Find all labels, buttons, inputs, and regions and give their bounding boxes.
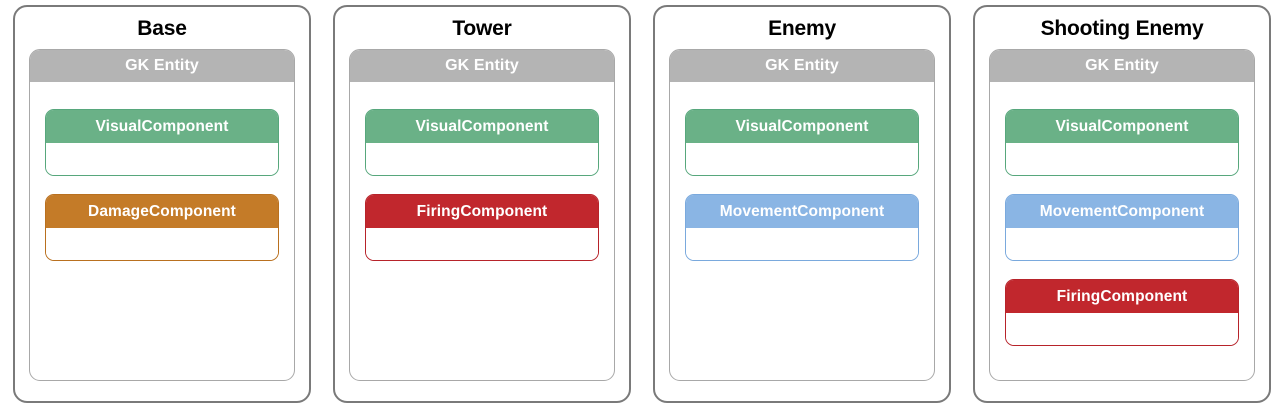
component-body	[46, 228, 278, 260]
gk-entity-body: VisualComponent MovementComponent Firing…	[990, 82, 1254, 380]
component-title: MovementComponent	[686, 195, 918, 228]
gk-entity-body: VisualComponent MovementComponent	[670, 82, 934, 380]
component-title: VisualComponent	[686, 110, 918, 143]
component-visual[interactable]: VisualComponent	[365, 109, 599, 176]
component-damage[interactable]: DamageComponent	[45, 194, 279, 261]
component-visual[interactable]: VisualComponent	[1005, 109, 1239, 176]
component-title: MovementComponent	[1006, 195, 1238, 228]
component-firing[interactable]: FiringComponent	[1005, 279, 1239, 346]
component-firing[interactable]: FiringComponent	[365, 194, 599, 261]
entity-card-shooting-enemy: Shooting Enemy GK Entity VisualComponent…	[973, 5, 1271, 403]
entity-card-tower: Tower GK Entity VisualComponent FiringCo…	[333, 5, 631, 403]
gk-entity-box: GK Entity VisualComponent MovementCompon…	[989, 49, 1255, 381]
component-visual[interactable]: VisualComponent	[685, 109, 919, 176]
component-body	[1006, 228, 1238, 260]
component-title: DamageComponent	[46, 195, 278, 228]
entity-card-enemy: Enemy GK Entity VisualComponent Movement…	[653, 5, 951, 403]
component-movement[interactable]: MovementComponent	[685, 194, 919, 261]
entity-title: Enemy	[768, 17, 836, 40]
entity-title: Shooting Enemy	[1040, 17, 1204, 40]
gk-entity-box: GK Entity VisualComponent FiringComponen…	[349, 49, 615, 381]
component-title: FiringComponent	[366, 195, 598, 228]
component-title: VisualComponent	[1006, 110, 1238, 143]
component-body	[686, 143, 918, 175]
entity-card-base: Base GK Entity VisualComponent DamageCom…	[13, 5, 311, 403]
component-visual[interactable]: VisualComponent	[45, 109, 279, 176]
component-title: FiringComponent	[1006, 280, 1238, 313]
gk-entity-header: GK Entity	[30, 50, 294, 82]
entity-title: Tower	[452, 17, 512, 40]
gk-entity-header: GK Entity	[990, 50, 1254, 82]
component-movement[interactable]: MovementComponent	[1005, 194, 1239, 261]
component-body	[366, 228, 598, 260]
component-title: VisualComponent	[46, 110, 278, 143]
component-body	[686, 228, 918, 260]
component-body	[1006, 313, 1238, 345]
component-body	[1006, 143, 1238, 175]
gk-entity-box: GK Entity VisualComponent DamageComponen…	[29, 49, 295, 381]
component-body	[366, 143, 598, 175]
gk-entity-body: VisualComponent DamageComponent	[30, 82, 294, 380]
gk-entity-header: GK Entity	[670, 50, 934, 82]
gk-entity-body: VisualComponent FiringComponent	[350, 82, 614, 380]
entity-title: Base	[137, 17, 187, 40]
component-title: VisualComponent	[366, 110, 598, 143]
gk-entity-box: GK Entity VisualComponent MovementCompon…	[669, 49, 935, 381]
component-body	[46, 143, 278, 175]
gk-entity-header: GK Entity	[350, 50, 614, 82]
